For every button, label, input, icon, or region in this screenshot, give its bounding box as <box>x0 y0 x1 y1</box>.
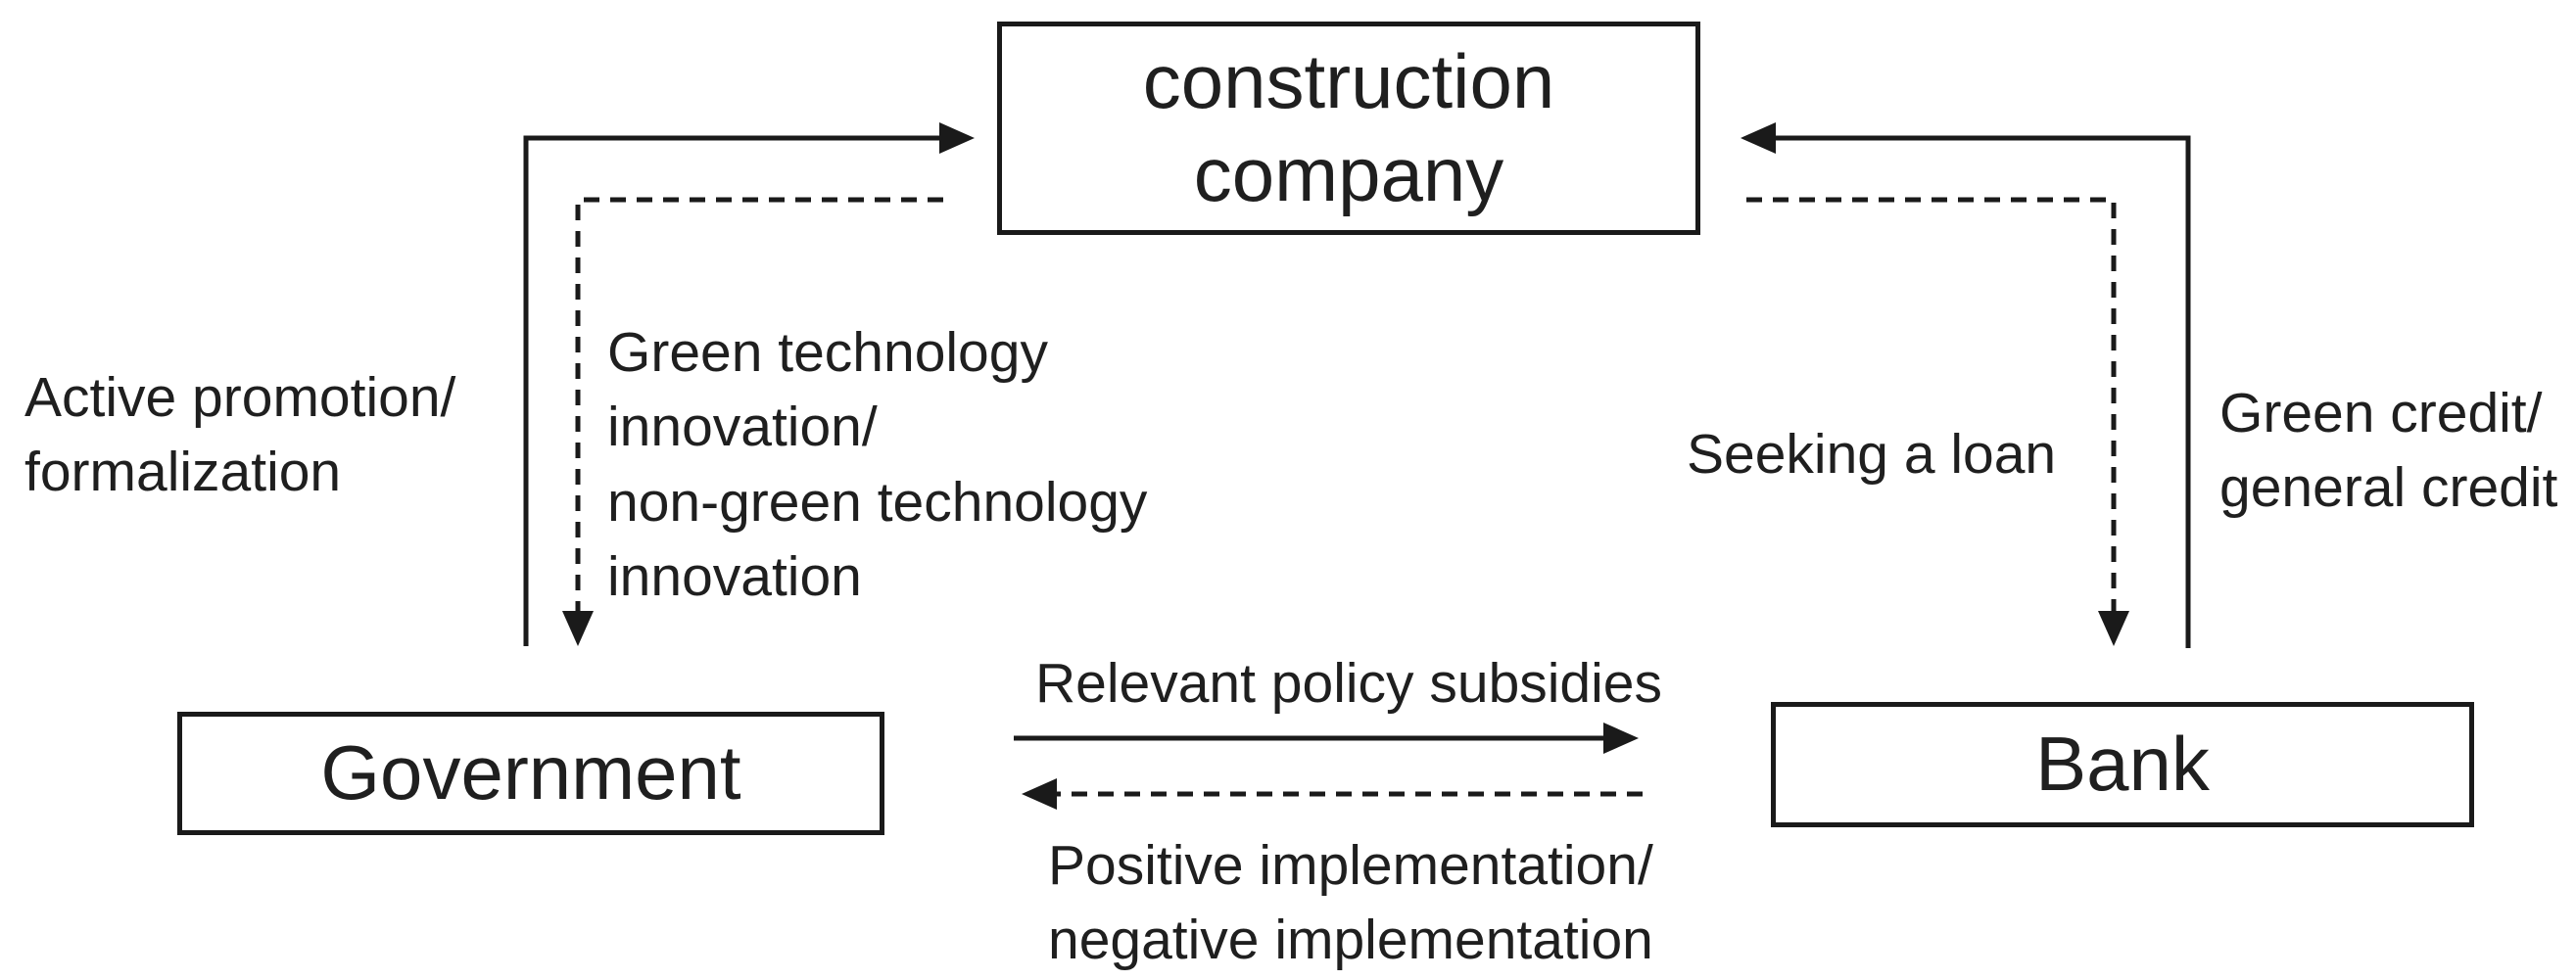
node-construction-company: construction company <box>997 22 1700 235</box>
node-bank: Bank <box>1771 702 2474 827</box>
label-green-credit: Green credit/ general credit <box>2219 382 2558 520</box>
label-green-technology-innovation: Green technology innovation/ non-green t… <box>607 321 1148 609</box>
node-construction-company-label: construction company <box>1142 37 1555 217</box>
node-government: Government <box>177 712 884 835</box>
label-relevant-policy-subsidies: Relevant policy subsidies <box>1035 652 1662 715</box>
label-active-promotion: Active promotion/ formalization <box>24 366 456 504</box>
arrow-bank-to-construction-company <box>1741 122 2191 648</box>
arrow-construction-company-to-bank <box>1746 197 2129 646</box>
node-government-label: Government <box>320 729 741 817</box>
node-bank-label: Bank <box>2035 721 2210 808</box>
arrow-construction-company-to-government <box>562 197 943 646</box>
label-positive-negative-implementation: Positive implementation/ negative implem… <box>1048 834 1653 972</box>
arrow-government-to-construction-company <box>523 122 975 646</box>
label-seeking-a-loan: Seeking a loan <box>1687 423 2057 486</box>
